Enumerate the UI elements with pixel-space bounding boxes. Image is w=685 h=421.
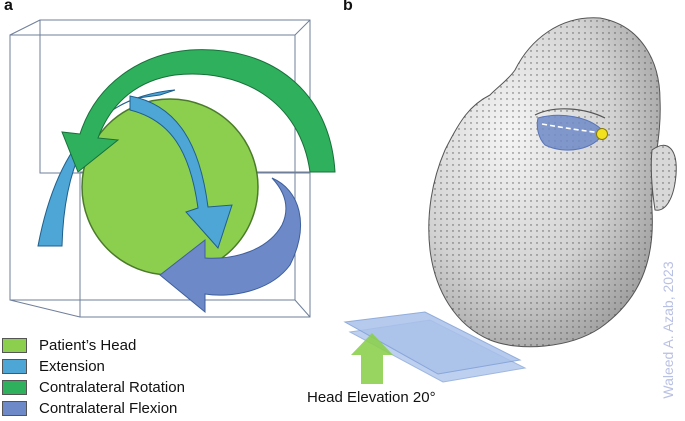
legend-swatch (2, 338, 27, 353)
legend-swatch (2, 359, 27, 374)
contralateral-flexion-arrow (159, 177, 301, 314)
legend-swatch (2, 401, 27, 416)
elevation-plates (343, 311, 527, 383)
legend: Patient’s Head Extension Contralateral R… (2, 335, 185, 419)
keyhole-marker (596, 128, 608, 140)
craniotomy-region (536, 114, 605, 151)
panel-b-label: b (343, 0, 353, 14)
legend-swatch (2, 380, 27, 395)
author-watermark: Waleed A. Azab, 2023 (660, 261, 676, 399)
legend-label: Extension (39, 358, 105, 375)
legend-item: Extension (2, 356, 185, 377)
extension-arrow (37, 89, 233, 249)
contralateral-rotation-arrow (61, 49, 336, 173)
head-mesh-3d (428, 17, 677, 348)
elevation-arrow (351, 333, 393, 384)
legend-label: Contralateral Flexion (39, 400, 178, 417)
panel-a-label: a (4, 0, 13, 14)
legend-item: Contralateral Flexion (2, 398, 185, 419)
legend-item: Contralateral Rotation (2, 377, 185, 398)
legend-label: Patient’s Head (39, 337, 137, 354)
legend-label: Contralateral Rotation (39, 379, 185, 396)
legend-item: Patient’s Head (2, 335, 185, 356)
head-elevation-label: Head Elevation 20° (307, 389, 436, 406)
